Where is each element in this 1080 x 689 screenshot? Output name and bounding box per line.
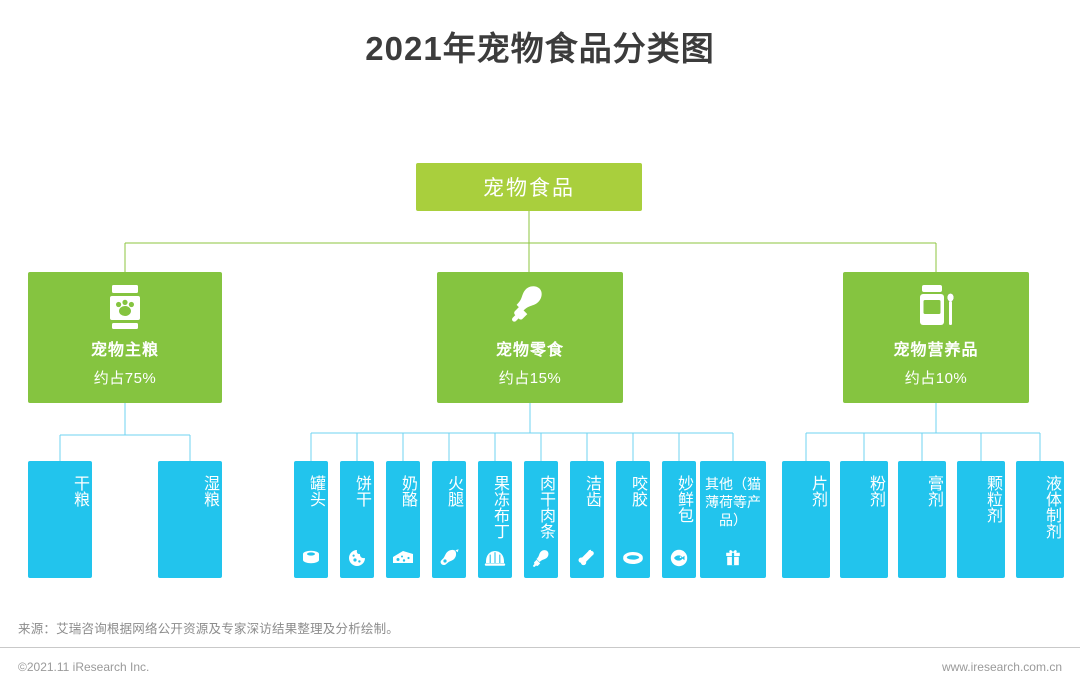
leaf-node[interactable]: 膏剂 — [898, 461, 946, 578]
leaf-node[interactable]: 肉干肉条 — [524, 461, 558, 578]
leaf-label: 粉剂 — [867, 475, 884, 507]
leaf-label: 干粮 — [71, 475, 88, 507]
category-node-snacks[interactable]: 宠物零食 约占15% — [437, 272, 623, 403]
leaf-label: 片剂 — [809, 475, 826, 507]
leaf-node[interactable]: 饼干 — [340, 461, 374, 578]
bone-icon — [570, 547, 604, 569]
category-label: 宠物零食 — [495, 342, 564, 359]
leaf-label: 果冻布丁 — [491, 475, 508, 539]
leaf-label: 咬胶 — [629, 475, 646, 507]
leaf-label: 液体制剂 — [1043, 475, 1060, 539]
category-label: 宠物营养品 — [893, 342, 979, 359]
leaf-node[interactable]: 干粮 — [28, 461, 92, 578]
leaf-node[interactable]: 果冻布丁 — [478, 461, 512, 578]
ham-icon — [432, 547, 466, 569]
leaf-label: 洁齿 — [583, 475, 600, 507]
leaf-label: 其他（猫薄荷等产品） — [705, 476, 761, 528]
cheese-icon — [386, 547, 420, 569]
root-node-label: 宠物食品 — [483, 177, 575, 200]
gift-icon — [700, 547, 766, 569]
pet-food-bag-icon — [103, 283, 147, 330]
leaf-label: 罐头 — [307, 475, 324, 507]
supplement-jar-icon — [914, 283, 958, 330]
root-node[interactable]: 宠物食品 — [416, 163, 642, 211]
category-share: 约占75% — [93, 370, 157, 387]
drumstick-small-icon — [524, 547, 558, 569]
leaf-node[interactable]: 颗粒剂 — [957, 461, 1005, 578]
leaf-node[interactable]: 火腿 — [432, 461, 466, 578]
source-note: 来源：艾瑞咨询根据网络公开资源及专家深访结果整理及分析绘制。 — [18, 622, 400, 636]
leaf-node[interactable]: 咬胶 — [616, 461, 650, 578]
steak-icon — [616, 547, 650, 569]
category-share: 约占10% — [904, 370, 968, 387]
leaf-node[interactable]: 奶酪 — [386, 461, 420, 578]
leaf-label: 妙鲜包 — [675, 475, 692, 523]
leaf-node[interactable]: 罐头 — [294, 461, 328, 578]
leaf-node[interactable]: 洁齿 — [570, 461, 604, 578]
leaf-label: 饼干 — [353, 475, 370, 507]
leaf-node[interactable]: 片剂 — [782, 461, 830, 578]
category-node-staple[interactable]: 宠物主粮 约占75% — [28, 272, 222, 403]
leaf-node[interactable]: 粉剂 — [840, 461, 888, 578]
fish-circle-icon — [662, 547, 696, 569]
leaf-label: 湿粮 — [201, 475, 218, 507]
copyright-text: ©2021.11 iResearch Inc. — [18, 660, 150, 674]
leaf-label: 膏剂 — [925, 475, 942, 507]
leaf-node[interactable]: 其他（猫薄荷等产品） — [700, 461, 766, 578]
category-node-nutrition[interactable]: 宠物营养品 约占10% — [843, 272, 1029, 403]
website-link[interactable]: www.iresearch.com.cn — [941, 660, 1062, 674]
pudding-icon — [478, 547, 512, 569]
leaf-label: 奶酪 — [399, 475, 416, 507]
can-icon — [294, 547, 328, 569]
leaf-node[interactable]: 液体制剂 — [1016, 461, 1064, 578]
leaf-label: 肉干肉条 — [537, 475, 554, 539]
footer-divider — [0, 647, 1080, 648]
page-title: 2021年宠物食品分类图 — [365, 30, 715, 67]
cookie-icon — [340, 547, 374, 569]
leaf-label: 颗粒剂 — [984, 475, 1001, 523]
leaf-node[interactable]: 妙鲜包 — [662, 461, 696, 578]
drumstick-icon — [508, 283, 552, 330]
leaf-node[interactable]: 湿粮 — [158, 461, 222, 578]
leaf-label: 火腿 — [445, 475, 462, 507]
category-share: 约占15% — [498, 370, 562, 387]
category-label: 宠物主粮 — [90, 342, 159, 359]
